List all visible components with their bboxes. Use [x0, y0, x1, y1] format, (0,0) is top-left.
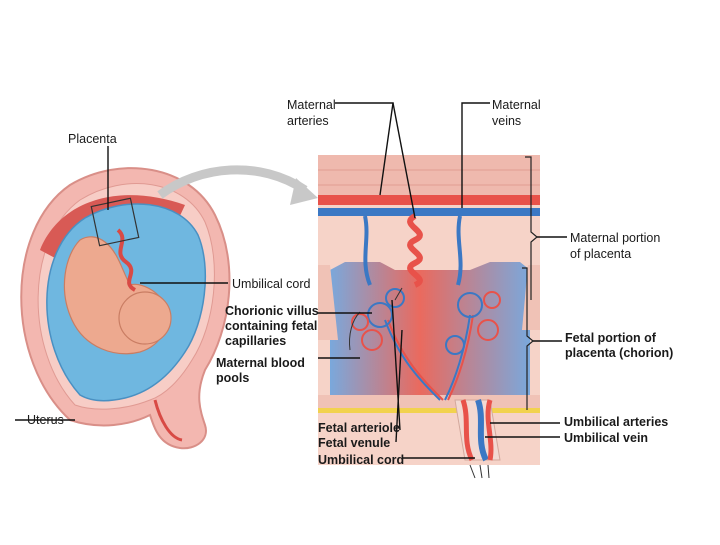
label-umbilical-vein: Umbilical vein: [564, 431, 648, 445]
fetus-head: [119, 292, 171, 344]
maternal-vein-right: [458, 216, 461, 285]
label-chorionic-villus-line2: containing fetal: [225, 319, 317, 333]
label-maternal-portion-line1: Maternal portion: [570, 231, 660, 245]
label-chorionic-villus-line3: capillaries: [225, 334, 286, 348]
label-fetal-arteriole: Fetal arteriole: [318, 421, 400, 435]
label-fetal-venule: Fetal venule: [318, 436, 390, 450]
label-uterus: Uterus: [27, 413, 64, 427]
label-maternal-portion-line2: of placenta: [570, 247, 631, 261]
maternal-blood-pool: [330, 262, 530, 395]
label-umbilical-arteries: Umbilical arteries: [564, 415, 668, 429]
label-umbilical-cord-bottom: Umbilical cord: [318, 453, 404, 467]
label-maternal-blood-pools-line1: Maternal blood: [216, 356, 305, 370]
label-maternal-arteries-line2: arteries: [287, 114, 329, 128]
label-maternal-veins-line1: Maternal: [492, 98, 541, 112]
label-maternal-blood-pools-line2: pools: [216, 371, 249, 385]
label-placenta: Placenta: [68, 132, 117, 146]
label-maternal-arteries-line1: Maternal: [287, 98, 336, 112]
label-fetal-portion-line2: placenta (chorion): [565, 346, 673, 360]
placenta-cross-section: [318, 155, 540, 465]
label-chorionic-villus-line1: Chorionic villus: [225, 304, 319, 318]
label-maternal-veins-line2: veins: [492, 114, 521, 128]
label-fetal-portion-line1: Fetal portion of: [565, 331, 656, 345]
uterus-illustration: [21, 168, 229, 448]
label-umbilical-cord-left: Umbilical cord: [232, 277, 311, 291]
